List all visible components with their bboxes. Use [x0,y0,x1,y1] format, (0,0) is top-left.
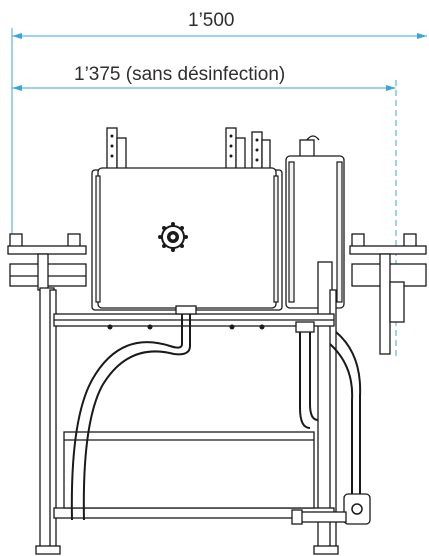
feet [35,545,339,555]
left-side-arm [7,233,87,291]
dimension-overall-width: 1’500 [11,10,427,250]
arrow-right-icon [417,33,427,39]
arrow-right-icon [386,85,396,91]
disinfection-box [285,135,345,309]
arrow-left-icon [12,33,22,39]
top-brackets [106,127,271,171]
pump-assembly [291,493,371,525]
left-hose [70,305,197,521]
width-without-disinfection-label: 1’375 (sans désinfection) [74,64,285,85]
main-box [91,167,283,311]
right-hose [295,321,362,506]
valve-wheel-icon [158,222,188,252]
arrow-left-icon [12,85,22,91]
overall-width-label: 1’500 [188,10,235,31]
right-side-arm [349,233,427,355]
